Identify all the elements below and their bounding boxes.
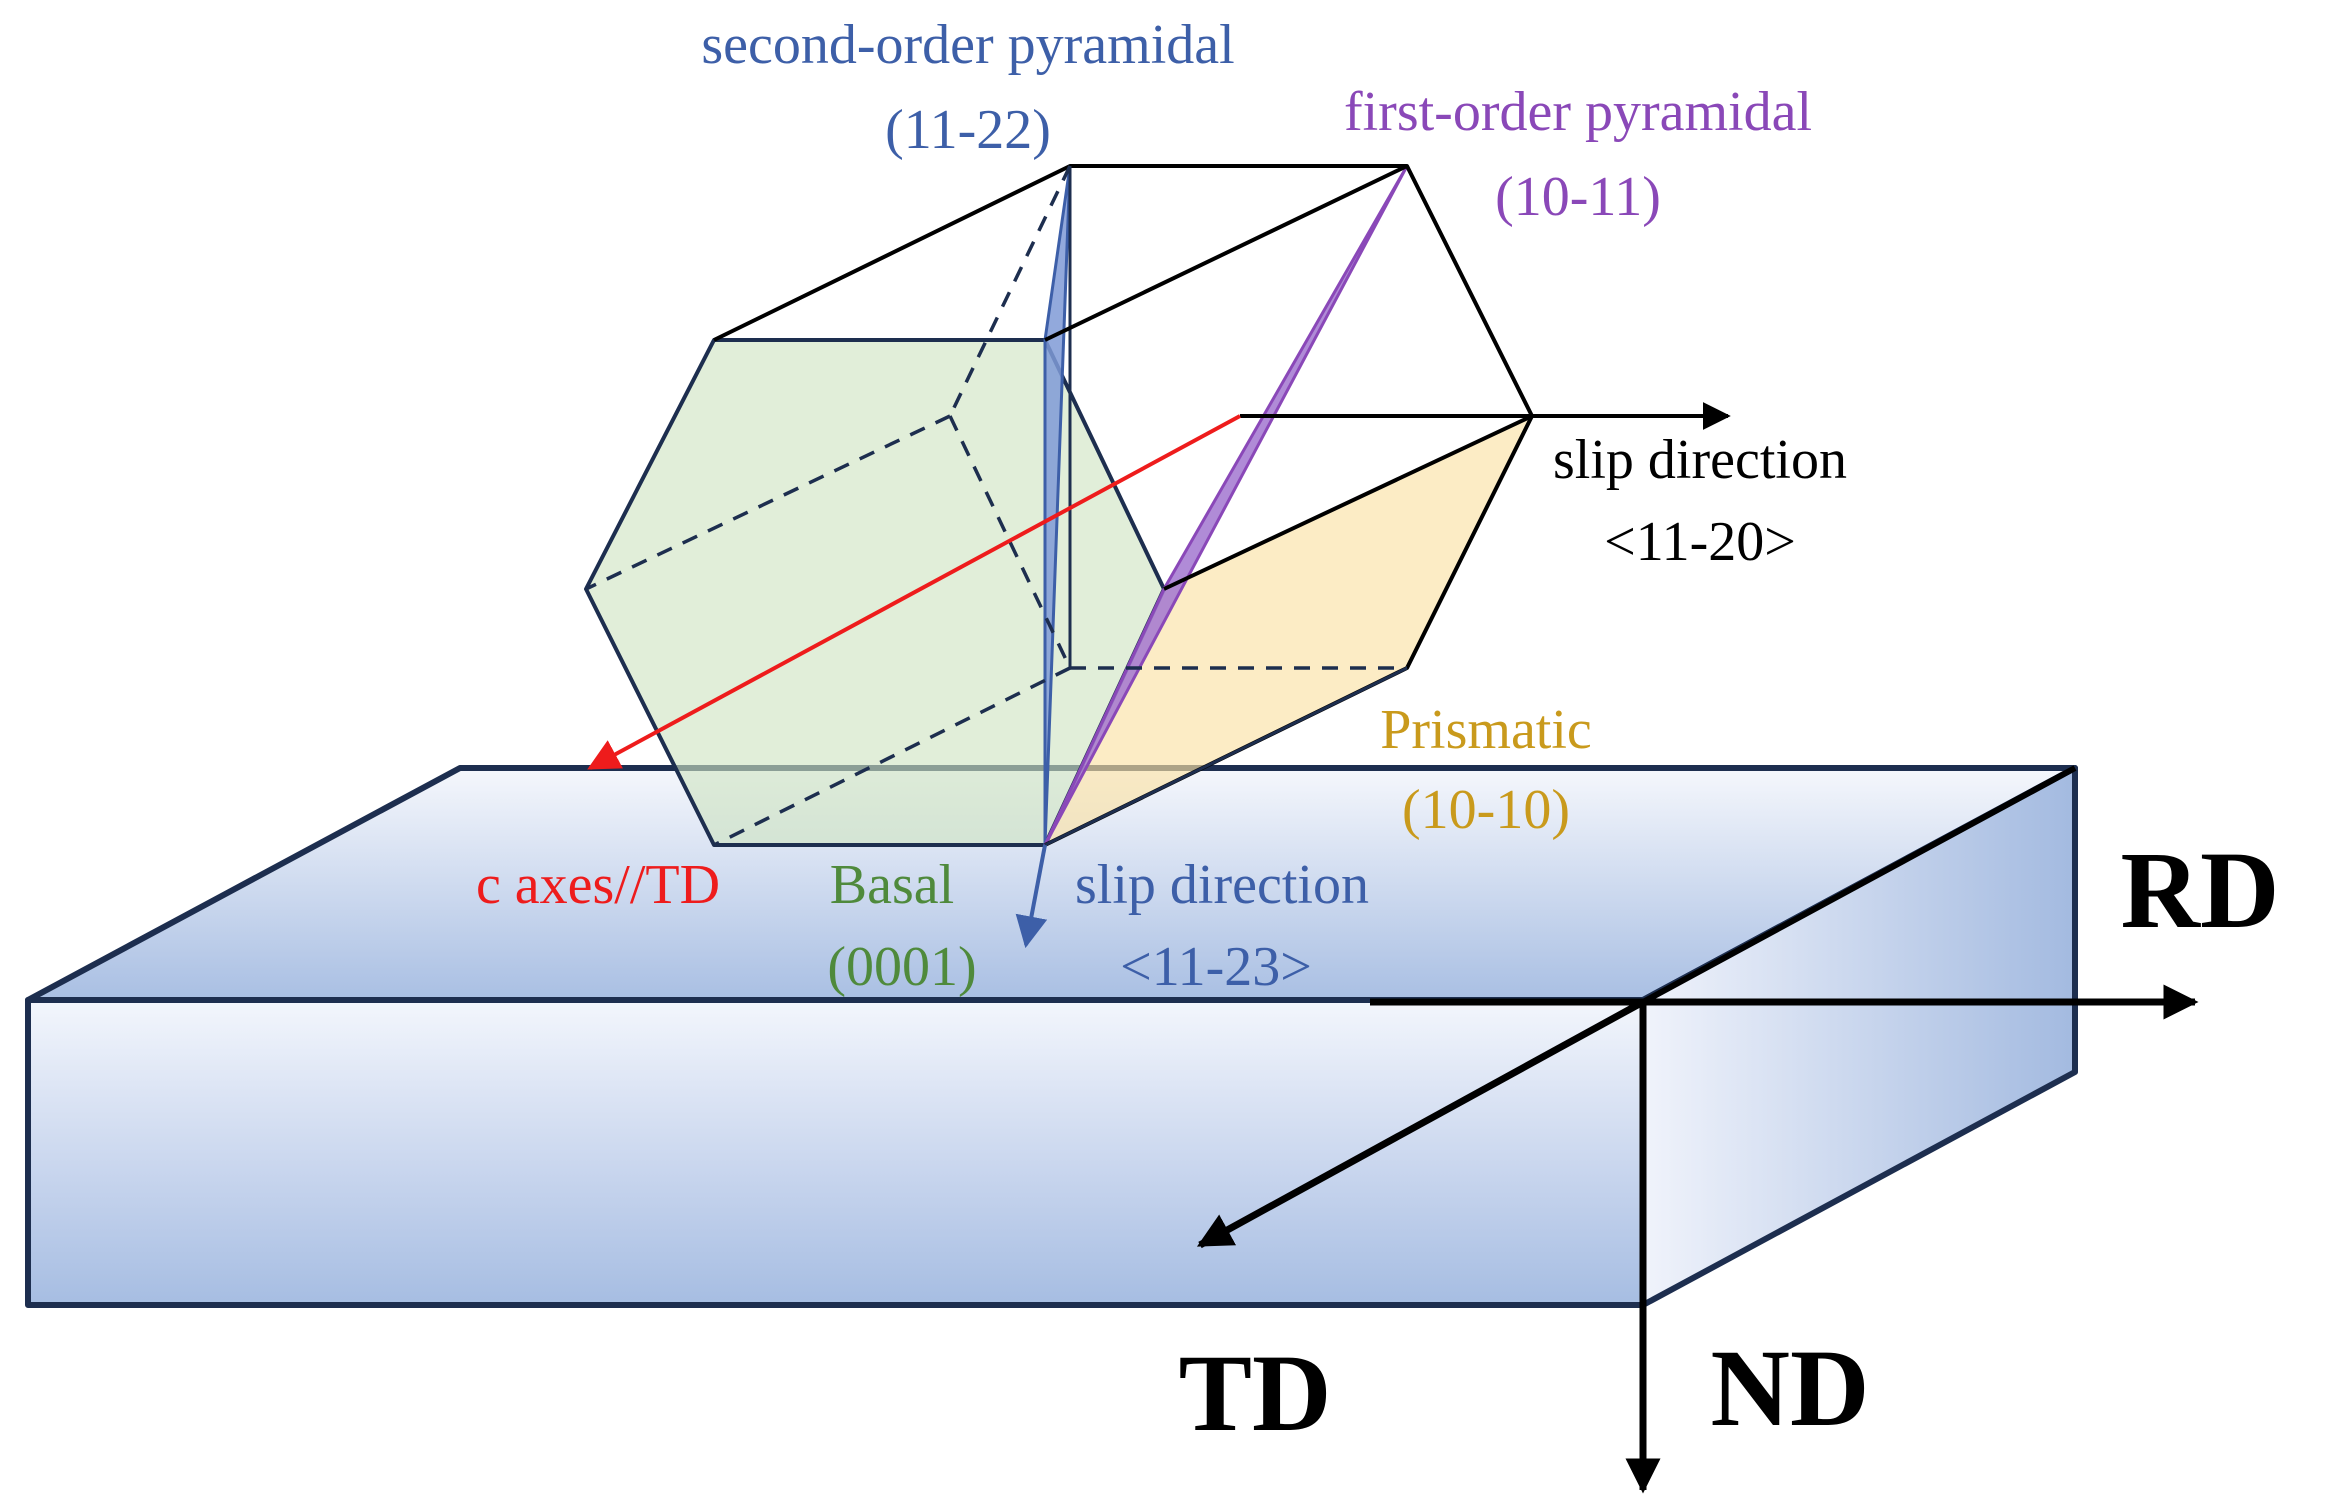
second-order-pyramidal-plane-label: (11-22) xyxy=(885,99,1051,161)
slip-direction-ca-vector-label: <11-23> xyxy=(1120,936,1312,998)
prismatic-plane-label: (10-10) xyxy=(1402,779,1570,841)
c-axes-label: c axes//TD xyxy=(476,854,720,916)
first-order-pyramidal-plane xyxy=(1043,165,1409,846)
nd-label: ND xyxy=(1711,1327,1870,1449)
second-order-pyramidal-label: second-order pyramidal xyxy=(701,14,1234,76)
slip-direction-ca-arrow xyxy=(1015,844,1048,949)
sheet-front-face xyxy=(25,997,1646,1308)
slip-direction-a-label: slip direction xyxy=(1553,429,1847,491)
sample-axes xyxy=(1196,765,2199,1494)
prismatic-plane xyxy=(1045,416,1532,845)
rd-label: RD xyxy=(2121,829,2280,951)
rd-back-line xyxy=(1641,765,2077,1005)
first-order-pyramidal-label: first-order pyramidal xyxy=(1344,81,1812,143)
sheet xyxy=(25,765,2078,1308)
slip-direction-ca-label: slip direction xyxy=(1075,854,1369,916)
td-label: TD xyxy=(1179,1332,1332,1454)
hcp-prism xyxy=(584,164,1534,847)
prismatic-label: Prismatic xyxy=(1380,699,1592,761)
slip-direction-a-vector-label: <11-20> xyxy=(1604,511,1796,573)
first-order-pyramidal-plane-label: (10-11) xyxy=(1495,166,1661,228)
basal-plane-label: (0001) xyxy=(827,936,976,998)
td-axis-arrow xyxy=(1196,998,1645,1249)
c-axis-arrow xyxy=(587,414,1241,770)
hidden-edges xyxy=(585,165,1407,847)
basal-label: Basal xyxy=(830,854,954,916)
